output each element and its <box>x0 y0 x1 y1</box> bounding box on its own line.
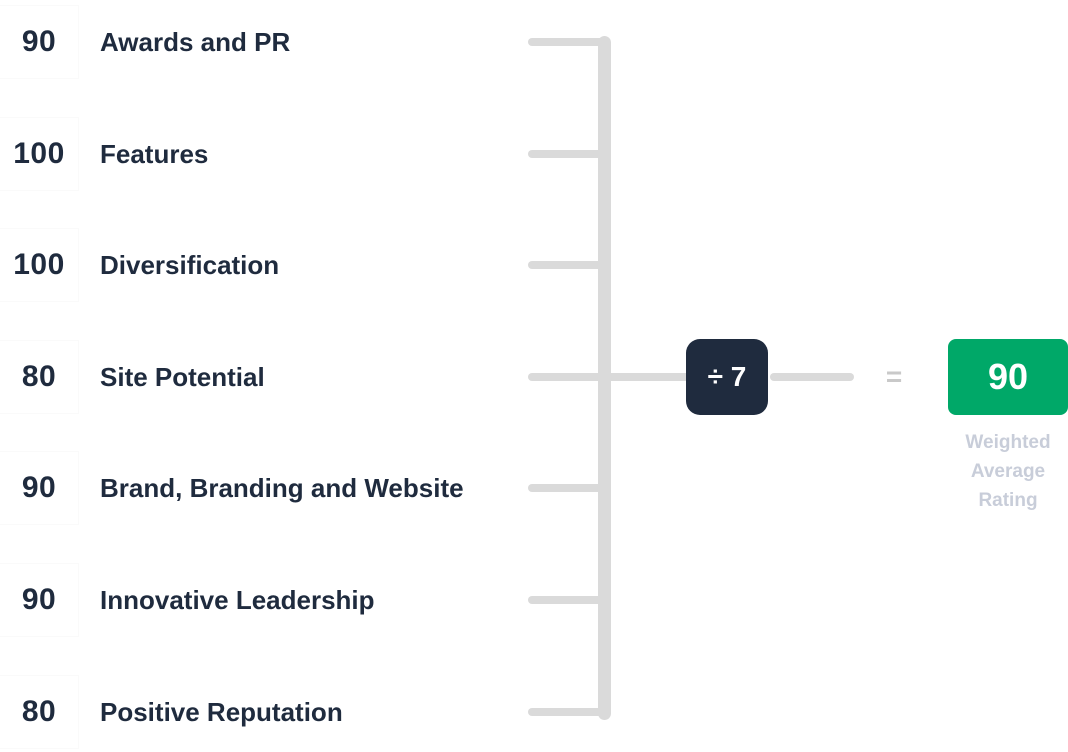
result-value: 90 <box>987 356 1029 397</box>
category-row: 100 Diversification <box>0 229 1068 301</box>
result-box: 90 <box>948 339 1068 415</box>
score-value: 90 <box>21 583 57 616</box>
caption-line: Average <box>970 461 1046 482</box>
category-label: Brand, Branding and Website <box>100 472 464 503</box>
score-value: 100 <box>13 248 65 281</box>
divide-label: ÷ 7 <box>707 361 747 392</box>
category-row: 90 Awards and PR <box>0 6 1068 78</box>
connector-line <box>528 373 690 381</box>
caption-line: Weighted <box>965 432 1051 453</box>
connector-line <box>528 261 606 269</box>
equals-sign: = <box>885 361 903 392</box>
score-value: 90 <box>21 25 57 58</box>
connector-line <box>528 596 606 604</box>
score-box: 100 <box>0 229 78 301</box>
category-label: Diversification <box>100 249 280 280</box>
category-row: 80 Site Potential <box>0 341 1068 413</box>
score-box: 90 <box>0 564 78 636</box>
score-box: 90 <box>0 6 78 78</box>
score-box: 80 <box>0 341 78 413</box>
result-connector-line <box>770 373 854 381</box>
score-value: 80 <box>21 695 57 728</box>
score-value: 80 <box>21 360 57 393</box>
category-row: 90 Innovative Leadership <box>0 564 1068 636</box>
score-box: 100 <box>0 118 78 190</box>
category-label: Site Potential <box>100 361 265 392</box>
score-value: 90 <box>21 471 57 504</box>
score-box: 80 <box>0 676 78 748</box>
category-label: Features <box>100 138 209 169</box>
category-label: Positive Reputation <box>100 696 343 727</box>
category-row: 80 Positive Reputation <box>0 676 1068 748</box>
category-row: 100 Features <box>0 118 1068 190</box>
connector-line <box>528 708 606 716</box>
connector-line <box>528 38 606 46</box>
connector-line <box>528 150 606 158</box>
score-value: 100 <box>13 137 65 170</box>
category-label: Awards and PR <box>100 26 291 57</box>
category-label: Innovative Leadership <box>100 584 375 615</box>
score-box: 90 <box>0 452 78 524</box>
caption-line: Rating <box>978 490 1038 511</box>
result-caption: Weighted Average Rating <box>948 428 1068 515</box>
category-row: 90 Brand, Branding and Website <box>0 452 1068 524</box>
divide-box: ÷ 7 <box>686 339 768 415</box>
connector-line <box>528 484 606 492</box>
